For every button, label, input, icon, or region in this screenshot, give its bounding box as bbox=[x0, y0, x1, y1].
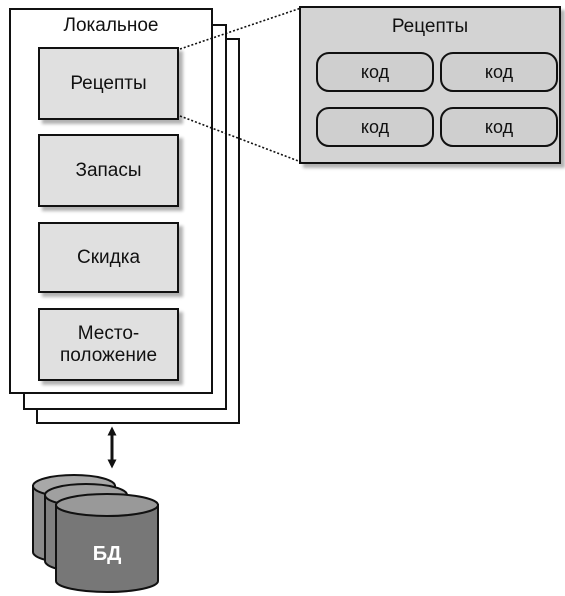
module-location-label: Место- положение bbox=[59, 322, 158, 366]
module-recipes: Рецепты bbox=[38, 47, 179, 120]
recipes-zoom-title: Рецепты bbox=[391, 16, 469, 37]
code-block-3: код bbox=[316, 107, 434, 147]
code-block-2: код bbox=[440, 52, 558, 92]
database-cylinder-front bbox=[55, 493, 159, 593]
code-block-4-label: код bbox=[484, 117, 514, 137]
code-block-2-label: код bbox=[484, 62, 514, 82]
module-discount-label: Скидка bbox=[76, 246, 141, 268]
module-recipes-label: Рецепты bbox=[70, 72, 147, 94]
module-stock: Запасы bbox=[38, 134, 179, 207]
code-block-3-label: код bbox=[360, 117, 390, 137]
module-discount: Скидка bbox=[38, 222, 179, 293]
zoom-callout-line-bottom bbox=[179, 115, 302, 163]
zoom-callout-line-top bbox=[179, 7, 302, 50]
code-block-1-label: код bbox=[360, 62, 390, 82]
module-location: Место- положение bbox=[38, 308, 179, 381]
database-stack bbox=[32, 474, 159, 593]
local-title: Локальное bbox=[63, 15, 159, 36]
code-block-1: код bbox=[316, 52, 434, 92]
database-label: БД bbox=[92, 543, 122, 565]
code-block-4: код bbox=[440, 107, 558, 147]
module-stock-label: Запасы bbox=[75, 159, 142, 181]
